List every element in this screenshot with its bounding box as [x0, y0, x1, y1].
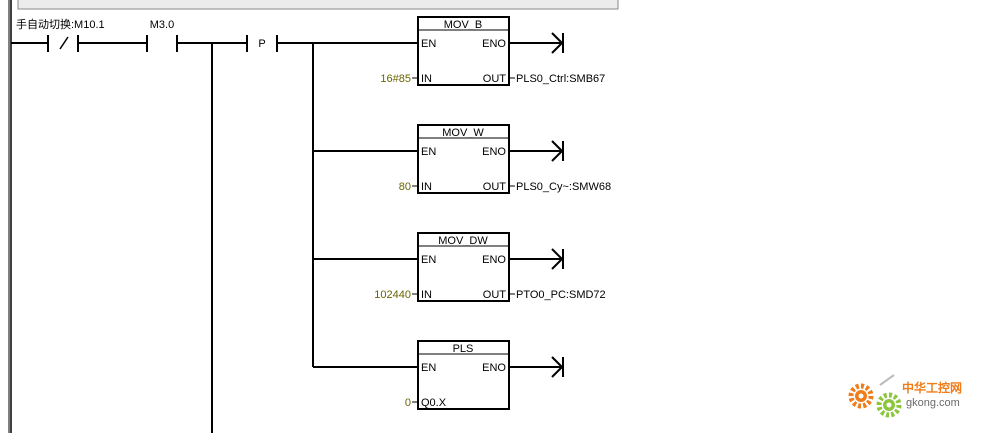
- eno-pin: ENO: [482, 38, 506, 50]
- in-parameter[interactable]: 0: [405, 397, 411, 409]
- eno-arrow: [551, 32, 563, 44]
- contact-m3-0[interactable]: M3.0: [146, 19, 178, 52]
- contact-positive-edge[interactable]: P: [246, 35, 278, 52]
- contact-manual-auto-switch[interactable]: 手自动切换:M10.1: [11, 17, 105, 52]
- box-title: MOV_B: [444, 19, 483, 31]
- box-title: MOV_W: [442, 127, 484, 139]
- en-pin: EN: [421, 362, 436, 374]
- out-parameter[interactable]: PTO0_PC:SMD72: [516, 289, 606, 301]
- eno-pin: ENO: [482, 362, 506, 374]
- in-pin: IN: [421, 181, 432, 193]
- watermark: 中华工控网 gkong.com: [848, 374, 962, 418]
- eno-arrow: [551, 356, 563, 368]
- in-pin: IN: [421, 289, 432, 301]
- eno-arrow: [551, 140, 563, 152]
- box-mov-dw[interactable]: MOV_DW EN ENO IN OUT: [412, 232, 564, 302]
- contact-label: P: [258, 38, 265, 50]
- gear-icon: [848, 374, 902, 418]
- in-pin: IN: [421, 73, 432, 85]
- qx-pin: Q0.X: [421, 397, 447, 409]
- watermark-url: gkong.com: [906, 397, 960, 409]
- out-pin: OUT: [483, 289, 507, 301]
- en-pin: EN: [421, 38, 436, 50]
- box-title: MOV_DW: [438, 235, 488, 247]
- en-pin: EN: [421, 254, 436, 266]
- box-pls[interactable]: PLS EN ENO Q0.X: [412, 340, 564, 410]
- watermark-brand: 中华工控网: [902, 380, 962, 395]
- nc-slash: [59, 36, 69, 50]
- contact-label: M3.0: [150, 19, 174, 31]
- eno-pin: ENO: [482, 146, 506, 158]
- network-comment-panel[interactable]: [17, 0, 619, 10]
- en-pin: EN: [421, 146, 436, 158]
- in-parameter[interactable]: 80: [399, 181, 411, 193]
- box-title: PLS: [453, 343, 474, 355]
- out-parameter[interactable]: PLS0_Ctrl:SMB67: [516, 73, 605, 85]
- in-parameter[interactable]: 102440: [374, 289, 411, 301]
- eno-arrow: [551, 248, 563, 260]
- in-parameter[interactable]: 16#85: [380, 73, 411, 85]
- contact-label: 手自动切换:M10.1: [16, 17, 105, 31]
- out-pin: OUT: [483, 181, 507, 193]
- box-mov-w[interactable]: MOV_W EN ENO IN OUT: [412, 124, 564, 194]
- box-mov-b[interactable]: MOV_B EN ENO IN OUT: [412, 16, 564, 86]
- out-pin: OUT: [483, 73, 507, 85]
- eno-pin: ENO: [482, 254, 506, 266]
- out-parameter[interactable]: PLS0_Cy~:SMW68: [516, 181, 611, 193]
